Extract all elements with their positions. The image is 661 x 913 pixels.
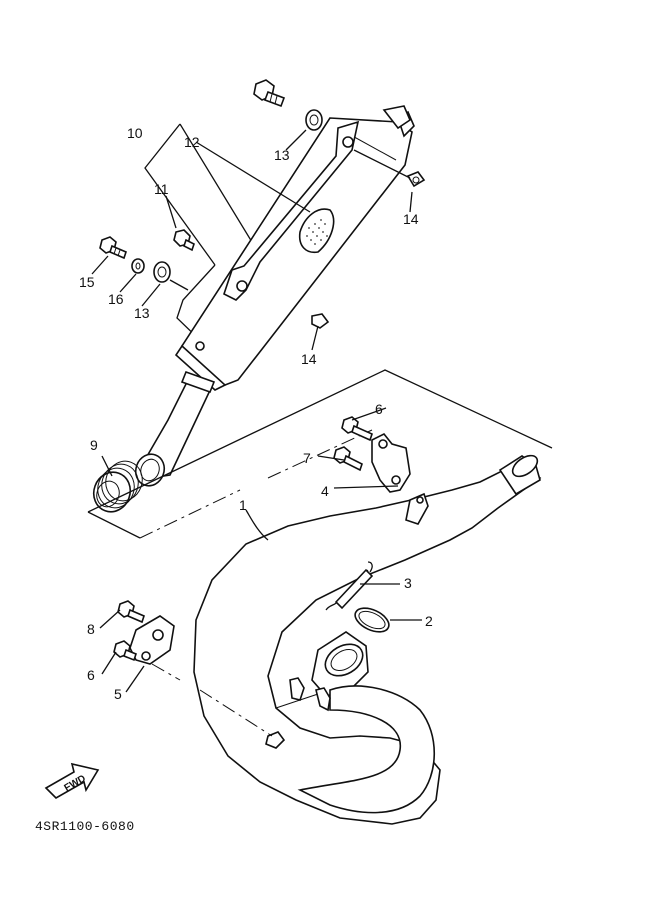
part-label-13-lower: 13: [134, 305, 150, 321]
part-label-2: 2: [425, 613, 433, 629]
muffler-inlet-pipe: [134, 370, 216, 487]
part-label-14-upper: 14: [403, 211, 419, 227]
part-number-labels: 10 12 13 11 14 15 16 13 14 9 6 7 4 1 3 2…: [79, 125, 433, 702]
label-patch-dots: [306, 219, 328, 245]
part-label-12: 12: [184, 134, 200, 150]
part-label-11: 11: [154, 181, 169, 197]
part-label-4: 4: [321, 483, 329, 499]
part-label-9: 9: [90, 437, 98, 453]
part-label-13-upper: 13: [274, 147, 290, 163]
fastener-15-bolt: [99, 236, 127, 260]
fastener-16-washer: [131, 258, 145, 274]
fastener-14-upper: [406, 171, 426, 188]
part-label-10: 10: [127, 125, 143, 141]
exhaust-expansion-chamber: [193, 454, 542, 825]
part-label-6-lower: 6: [87, 667, 95, 683]
fastener-13-upper: [305, 109, 323, 131]
muffler-top-bolt: [253, 79, 286, 108]
fwd-arrow-icon: [44, 762, 100, 799]
fastener-13-lower: [153, 261, 189, 291]
muffler-silencer: [174, 105, 415, 391]
exhaust-group-frame: [87, 369, 553, 539]
part-label-14-lower: 14: [301, 351, 317, 367]
part-label-6-upper: 6: [375, 401, 383, 417]
fastener-14-lower: [311, 313, 330, 329]
bracket-assembly-4: [333, 416, 411, 493]
part-label-3: 3: [404, 575, 412, 591]
exhaust-spring: [325, 561, 374, 611]
part-label-15: 15: [79, 274, 95, 290]
o-ring: [354, 607, 390, 633]
part-label-16: 16: [108, 291, 124, 307]
part-label-1: 1: [239, 497, 247, 513]
forward-direction-arrow: FWD: [44, 762, 100, 799]
part-label-7: 7: [303, 450, 311, 466]
part-label-5: 5: [114, 686, 122, 702]
fastener-11-screw: [173, 229, 195, 252]
part-label-8: 8: [87, 621, 95, 637]
diagram-code: 4SR1100-6080: [35, 819, 135, 834]
leader-lines: [91, 129, 422, 693]
